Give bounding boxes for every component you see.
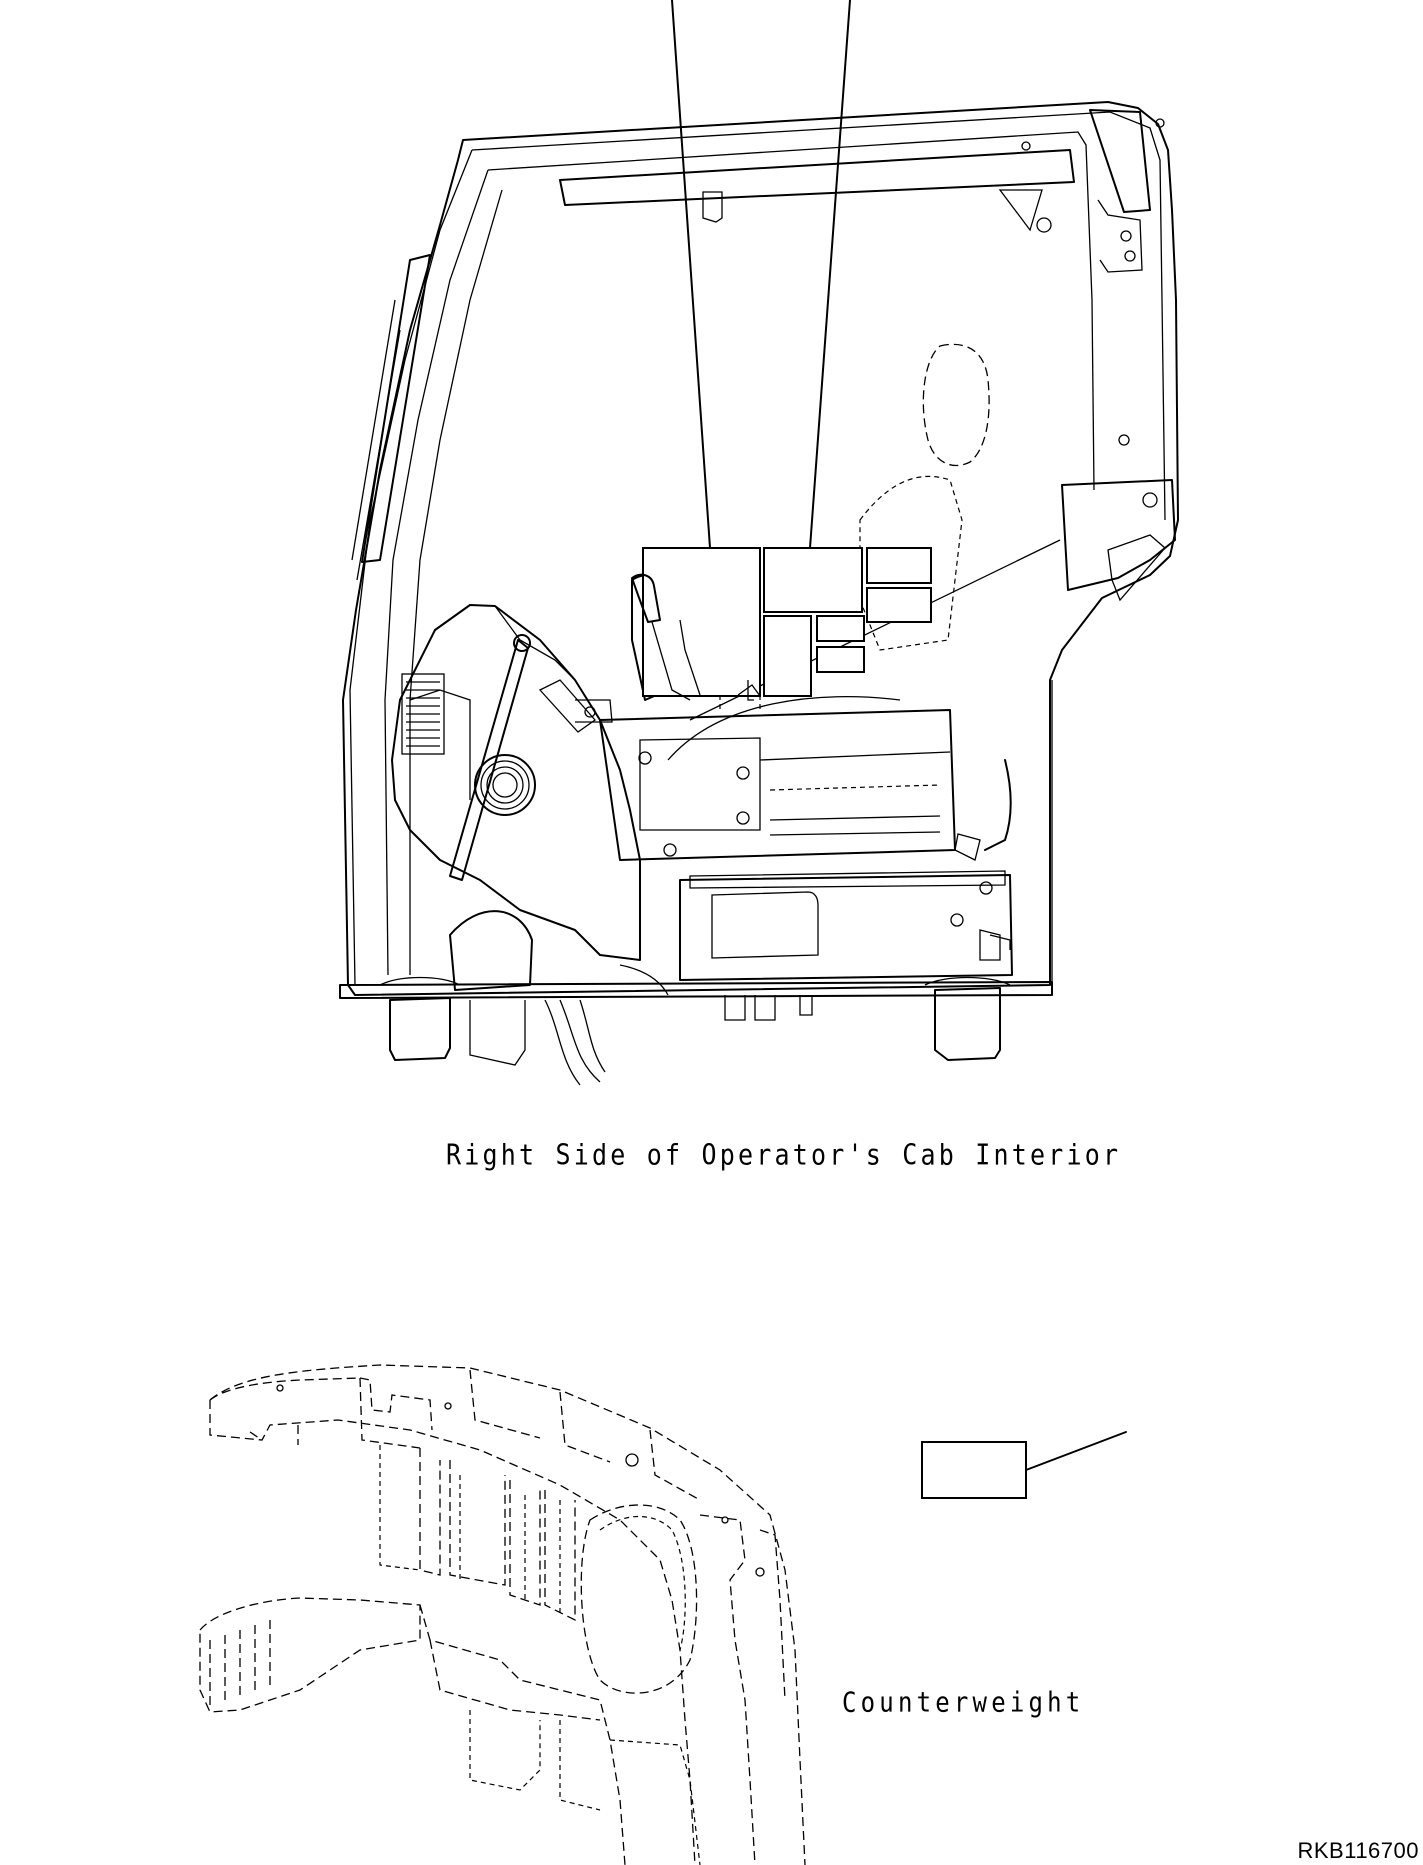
decal-box-b	[763, 547, 863, 613]
leader-line-right	[809, 0, 851, 549]
drawing-id: RKB116700	[1297, 1838, 1419, 1863]
decal-box-d	[866, 587, 932, 623]
decal-box-a	[642, 547, 761, 697]
cab-frame	[342, 101, 1179, 996]
counterweight-caption: Counterweight	[842, 1686, 1085, 1719]
hose	[984, 759, 1012, 851]
decal-box-e	[763, 615, 812, 697]
decal-box-counterweight	[921, 1441, 1027, 1499]
decal-box-g	[816, 646, 865, 673]
counterweight	[199, 1364, 806, 1865]
decal-locations	[642, 547, 932, 697]
side-console	[391, 574, 669, 961]
leader-line-left	[671, 0, 711, 549]
leader-line-counterweight	[1025, 1431, 1127, 1471]
cab-floor	[339, 910, 1053, 1086]
decal-box-c	[866, 547, 932, 584]
decal-box-f	[816, 615, 865, 642]
cab-interior-caption: Right Side of Operator's Cab Interior	[446, 1138, 1122, 1172]
